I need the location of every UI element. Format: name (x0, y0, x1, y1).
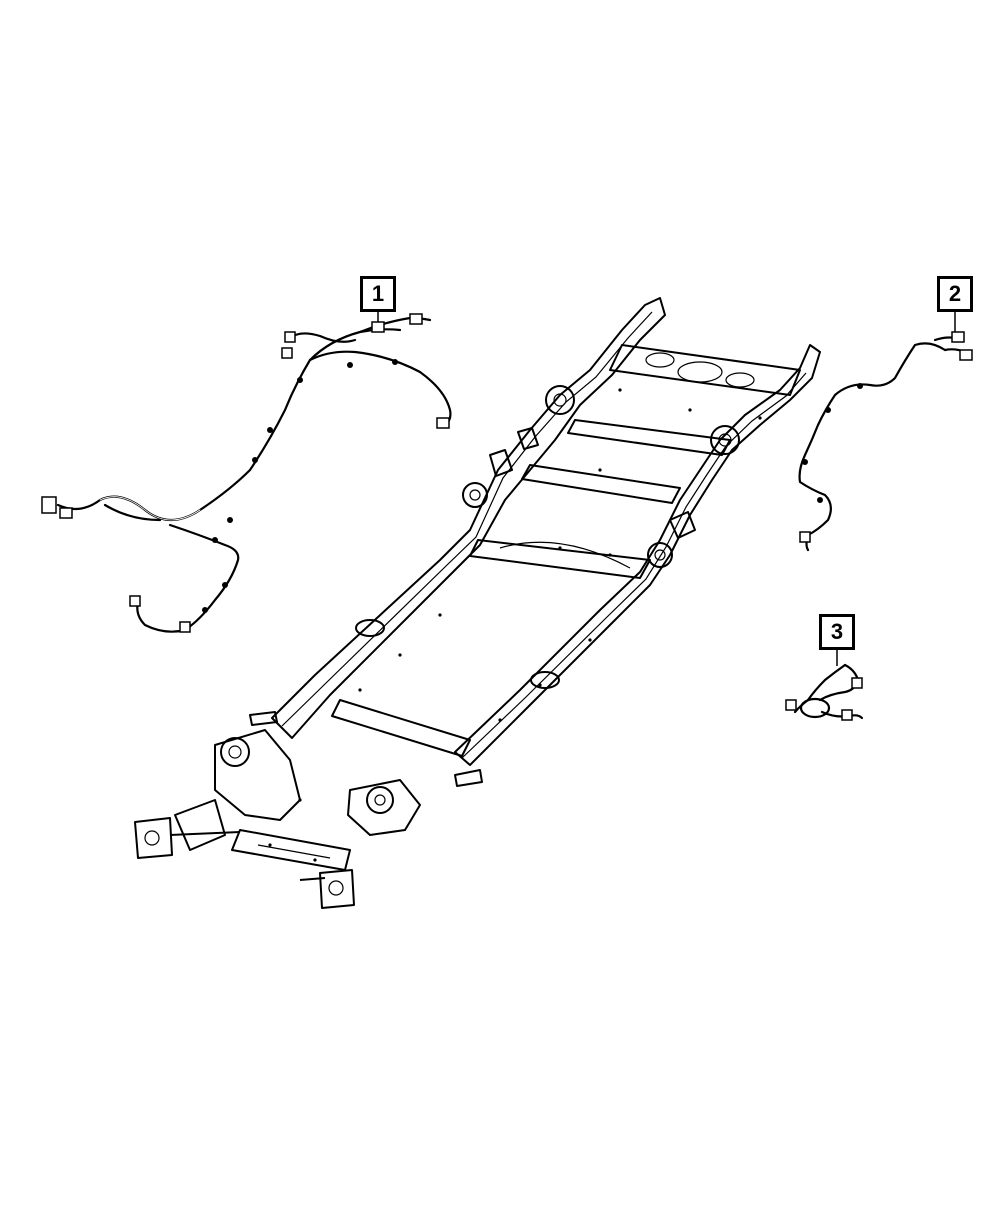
callout-2-label: 2 (948, 281, 962, 306)
callout-1[interactable]: 1 (360, 276, 396, 312)
callout-2[interactable]: 2 (937, 276, 973, 312)
vehicle-frame (134, 297, 821, 909)
wiring-harness-3[interactable] (785, 663, 864, 721)
wiring-harness-1[interactable] (41, 313, 452, 633)
callout-3-label: 3 (830, 619, 844, 644)
callout-3[interactable]: 3 (819, 614, 855, 650)
wiring-harness-2[interactable] (798, 331, 973, 552)
callout-1-label: 1 (371, 281, 385, 306)
